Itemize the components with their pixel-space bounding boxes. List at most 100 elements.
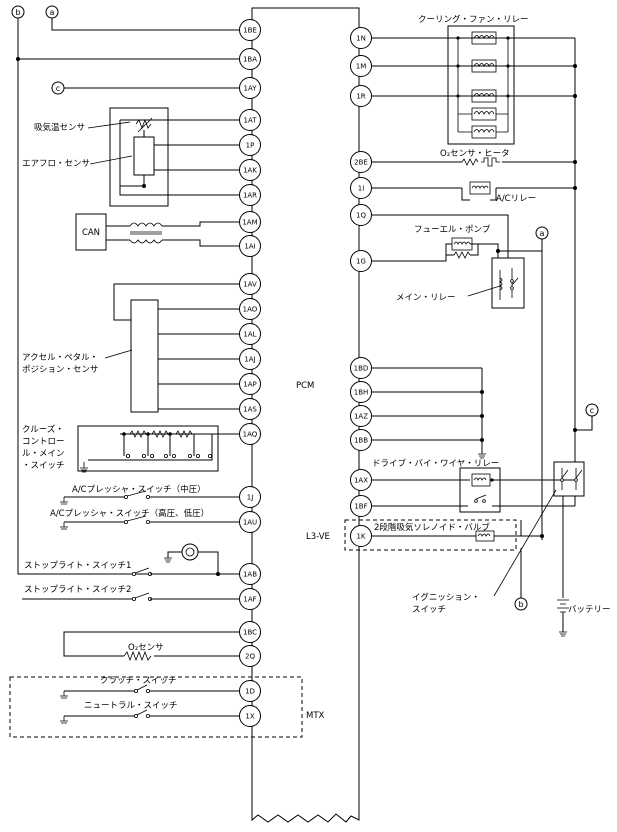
mtx-label: MTX: [306, 711, 325, 721]
o2-sensor-label: O₂センサ: [128, 643, 164, 653]
marker-c-right: c: [585, 403, 599, 417]
svg-text:1P: 1P: [246, 142, 255, 150]
can-label: CAN: [82, 228, 100, 238]
pin-1be: 1BE: [239, 19, 261, 41]
svg-text:1N: 1N: [356, 35, 366, 43]
cruise-label-1: クルーズ・: [22, 424, 64, 435]
intake-temp-sensor-label: 吸気温センサ: [34, 122, 85, 133]
svg-text:1K: 1K: [356, 533, 365, 541]
svg-text:1AB: 1AB: [243, 571, 257, 579]
pin-1ar: 1AR: [239, 184, 261, 206]
pin-1g: 1G: [350, 250, 372, 272]
pin-1aq: 1AQ: [239, 423, 261, 445]
main-relay-box: [491, 257, 525, 309]
pin-1r: 1R: [350, 85, 372, 107]
pin-2q: 2Q: [239, 645, 261, 667]
pin-1q: 1Q: [350, 204, 372, 226]
stoplight-1-label: ストップライト・スイッチ1: [24, 561, 131, 571]
pin-1am: 1AM: [239, 211, 261, 233]
pin-1ax: 1AX: [350, 469, 372, 491]
marker-b-bottom: b: [514, 597, 528, 611]
airflow-sensor-label: エアフロ・センサ: [22, 159, 90, 169]
marker-b-top: b: [11, 5, 25, 19]
pin-1aj: 1AJ: [239, 348, 261, 370]
pin-1i: 1I: [350, 177, 372, 199]
svg-text:1BH: 1BH: [354, 389, 369, 397]
accel-sensor-label-2: ポジション・センサ: [22, 365, 99, 375]
svg-text:1M: 1M: [356, 63, 367, 71]
pcm-outline: [251, 7, 360, 823]
pin-1at: 1AT: [239, 109, 261, 131]
svg-text:1BD: 1BD: [354, 365, 369, 373]
pin-1az: 1AZ: [350, 405, 372, 427]
accel-sensor-label-1: アクセル・ペタル・: [22, 353, 98, 363]
svg-text:b: b: [518, 600, 523, 609]
dbw-relay-label: ドライブ・バイ・ワイヤ・リレー: [372, 458, 499, 469]
o2-heater-label: O₂センサ・ヒータ: [440, 149, 510, 159]
pin-1ao: 1AO: [239, 298, 261, 320]
svg-text:1BE: 1BE: [243, 27, 257, 35]
svg-text:1D: 1D: [245, 688, 255, 696]
pin-1ba: 1BA: [239, 48, 261, 70]
cruise-label-3: ル・メイン: [22, 449, 65, 459]
ignition-switch-label-2: スイッチ: [412, 605, 446, 615]
svg-text:1AV: 1AV: [243, 281, 257, 289]
pcm-label: PCM: [296, 381, 314, 391]
svg-text:1BF: 1BF: [354, 503, 367, 511]
svg-text:1AP: 1AP: [243, 381, 256, 389]
svg-text:1AX: 1AX: [354, 477, 368, 485]
clutch-switch-label: クラッチ・スイッチ: [100, 676, 177, 686]
svg-text:1AS: 1AS: [243, 406, 257, 414]
svg-text:2Q: 2Q: [245, 653, 255, 661]
marker-a-left: a: [45, 5, 59, 19]
pin-1ay: 1AY: [239, 77, 261, 99]
pin-1as: 1AS: [239, 398, 261, 420]
svg-text:1BC: 1BC: [243, 629, 257, 637]
pin-1ap: 1AP: [239, 373, 261, 395]
neutral-switch-label: ニュートラル・スイッチ: [84, 701, 178, 711]
fan-relay-coils: [456, 31, 510, 139]
svg-text:1BB: 1BB: [354, 437, 368, 445]
pin-1bd: 1BD: [350, 357, 372, 379]
pin-1ak: 1AK: [239, 159, 261, 181]
svg-text:c: c: [56, 84, 60, 93]
ignition-switch-box: [553, 461, 585, 497]
pin-1al: 1AL: [239, 323, 261, 345]
pin-1d: 1D: [239, 680, 261, 702]
pin-1bf: 1BF: [350, 495, 372, 517]
battery-label: バッテリー: [568, 605, 611, 615]
marker-c-left: c: [51, 81, 65, 95]
cruise-switch-box: [77, 425, 219, 472]
svg-text:1J: 1J: [247, 494, 254, 502]
stoplight-2-label: ストップライト・スイッチ2: [24, 585, 131, 595]
pin-1j: 1J: [239, 486, 261, 508]
cooling-fan-relay-label: クーリング・ファン・リレー: [418, 14, 529, 25]
dbw-relay-box: [459, 467, 501, 513]
cruise-label-2: コントロー: [22, 437, 65, 447]
svg-text:2BE: 2BE: [354, 159, 368, 167]
main-relay-label: メイン・リレー: [396, 293, 456, 303]
svg-text:a: a: [50, 8, 55, 17]
svg-text:1AR: 1AR: [243, 192, 257, 200]
pin-1p: 1P: [239, 134, 261, 156]
pin-1av: 1AV: [239, 273, 261, 295]
mtx-box: [9, 676, 303, 738]
pin-1ab: 1AB: [239, 563, 261, 585]
accel-sensor-box: [130, 299, 159, 413]
pin-1x: 1X: [239, 705, 261, 727]
can-box: [75, 213, 107, 251]
pin-2be: 2BE: [350, 151, 372, 173]
ac-relay-label: A/Cリレー: [496, 194, 536, 204]
svg-text:1AF: 1AF: [243, 596, 256, 604]
ac-high-low-label: A/Cプレッシャ・スイッチ（高圧、低圧）: [50, 508, 209, 519]
svg-text:1G: 1G: [356, 258, 366, 266]
ignition-switch-label-1: イグニッション・: [412, 592, 480, 603]
cooling-fan-relay-box: [447, 25, 515, 145]
left-wiring: b a c 吸気温センサ エアフロ・センサ: [9, 5, 325, 738]
right-pin-column: 1N 1M 1R 2BE 1I 1Q 1G 1BD 1BH 1AZ 1BB 1A…: [350, 27, 372, 547]
right-wiring: クーリング・ファン・リレー O₂センサ・ヒータ: [306, 14, 611, 637]
airflow-sensor-box: [109, 107, 169, 207]
pin-1bc: 1BC: [239, 621, 261, 643]
svg-text:1AL: 1AL: [243, 331, 256, 339]
